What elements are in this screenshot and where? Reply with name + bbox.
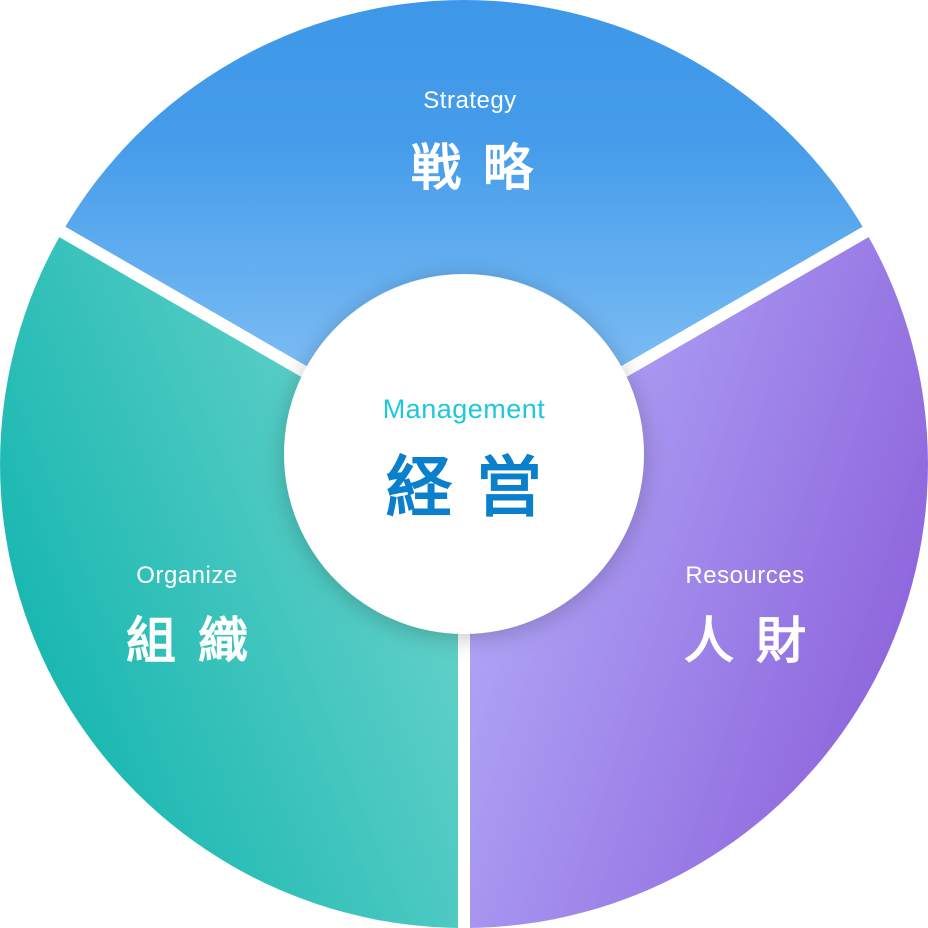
resources-label-en: Resources xyxy=(685,562,804,589)
center-circle xyxy=(284,274,644,634)
resources-label-jp: 人財 xyxy=(684,612,828,670)
strategy-label-jp: 戦略 xyxy=(411,139,555,197)
segment-strategy xyxy=(62,0,866,464)
strategy-label-en: Strategy xyxy=(423,87,516,114)
organize-label-jp: 組織 xyxy=(126,612,270,670)
organize-label-en: Organize xyxy=(136,562,237,589)
management-label-en: Management xyxy=(383,394,546,424)
management-label-jp: 経営 xyxy=(386,449,566,526)
